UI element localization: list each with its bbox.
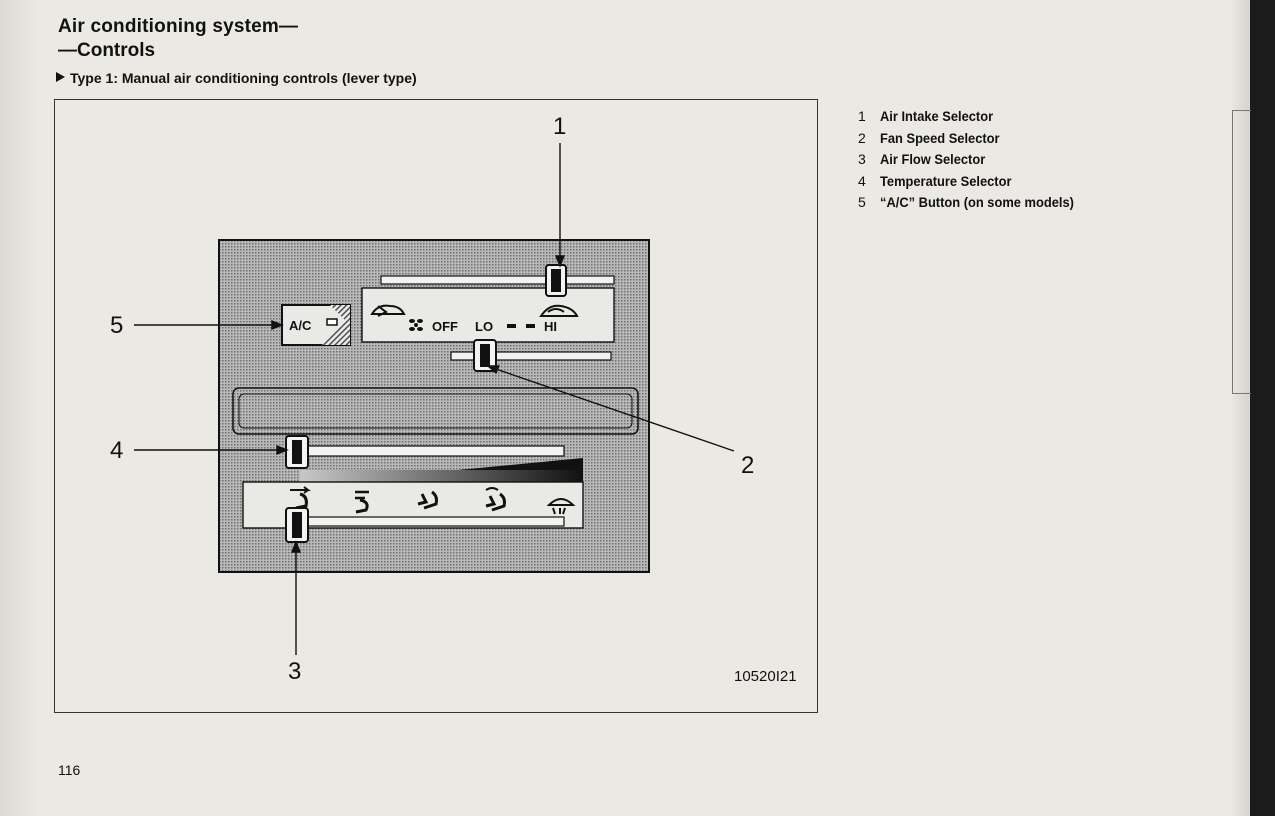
fan-icon xyxy=(409,319,423,331)
legend-item: 3 Air Flow Selector xyxy=(858,151,1128,173)
feet-defrost-icon xyxy=(485,487,506,512)
page-number: 116 xyxy=(58,762,81,778)
fan-hi-label: HI xyxy=(544,319,557,334)
callout-3: 3 xyxy=(288,658,302,685)
legend-list: 1 Air Intake Selector 2 Fan Speed Select… xyxy=(858,108,1128,216)
callout-5: 5 xyxy=(110,312,124,339)
legend-label: Air Intake Selector xyxy=(880,108,994,124)
triangle-bullet-icon xyxy=(56,72,65,82)
fan-off-label: OFF xyxy=(432,319,458,334)
next-page-figure-edge xyxy=(1232,110,1251,394)
legend-number: 5 xyxy=(858,194,866,210)
section-subtitle: Type 1: Manual air conditioning controls… xyxy=(56,70,417,86)
legend-number: 1 xyxy=(858,108,866,124)
legend-label: Air Flow Selector xyxy=(880,151,986,167)
fan-speed-track xyxy=(450,351,612,361)
temperature-track xyxy=(299,445,565,457)
legend-item: 1 Air Intake Selector xyxy=(858,108,1128,130)
figure-code: 10520I21 xyxy=(734,668,797,685)
callout-leaders xyxy=(134,143,735,655)
fresh-air-icon xyxy=(370,304,406,317)
legend-label: Temperature Selector xyxy=(880,172,1012,189)
legend-number: 2 xyxy=(858,129,866,146)
feet-icon xyxy=(417,490,438,510)
face-vent-icon xyxy=(290,486,311,510)
legend-number: 3 xyxy=(858,151,866,167)
callout-4: 4 xyxy=(110,437,124,464)
ac-button-text: A/C xyxy=(289,318,312,333)
air-intake-track xyxy=(380,275,615,285)
fan-lo-label: LO xyxy=(475,319,493,334)
recirculate-air-icon xyxy=(539,304,579,317)
section-title-line2: —Controls xyxy=(58,40,156,61)
section-title-line1: Air conditioning system— xyxy=(58,16,299,37)
panel-separator xyxy=(232,387,639,435)
figure-frame xyxy=(54,99,818,713)
air-flow-track xyxy=(299,516,565,527)
defrost-icon xyxy=(546,498,576,515)
legend-label: “A/C” Button (on some models) xyxy=(880,194,1074,210)
callout-1: 1 xyxy=(553,113,567,140)
subtitle-text: Type 1: Manual air conditioning controls… xyxy=(70,70,417,86)
legend-label: Fan Speed Selector xyxy=(880,129,1000,146)
bi-level-icon xyxy=(355,490,369,514)
legend-item: 2 Fan Speed Selector xyxy=(858,130,1128,152)
legend-number: 4 xyxy=(858,172,866,189)
next-page-edge xyxy=(1250,0,1275,816)
callout-2: 2 xyxy=(741,452,755,479)
legend-item: 4 Temperature Selector xyxy=(858,173,1128,195)
legend-item: 5 “A/C” Button (on some models) xyxy=(858,194,1128,216)
